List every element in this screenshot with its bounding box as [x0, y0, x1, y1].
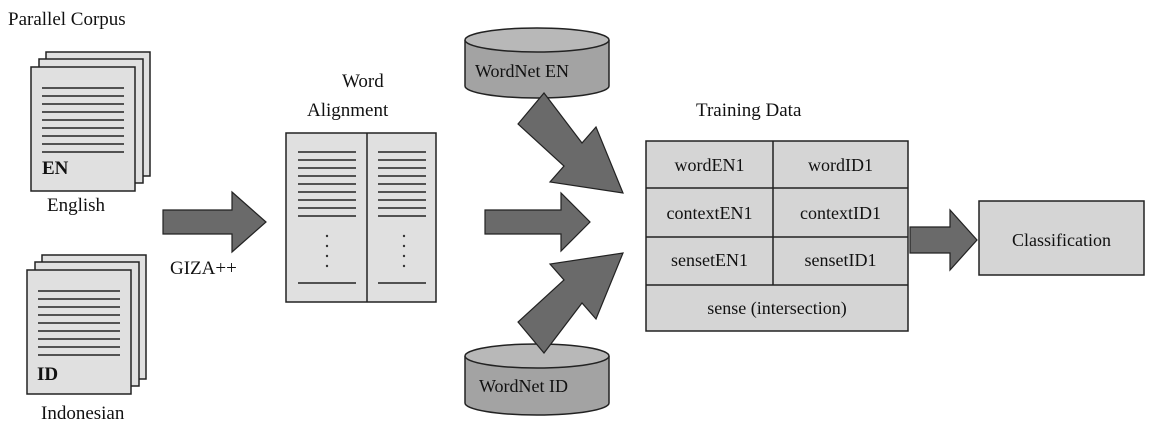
wordnet-id-label: WordNet ID [479, 376, 569, 396]
parallel-corpus-title: Parallel Corpus [8, 9, 126, 30]
english-doc-tag: EN [42, 158, 69, 179]
arrow-corpus-to-alignment [162, 190, 267, 254]
table-cell-word-id: wordID1 [808, 155, 873, 175]
arrow-wordnet-id-to-training [517, 252, 624, 354]
table-cell-senset-en: sensetEN1 [671, 250, 748, 270]
table-cell-senset-id: sensetID1 [804, 250, 877, 270]
table-cell-word-en: wordEN1 [674, 155, 745, 175]
training-data-title: Training Data [696, 100, 802, 121]
indonesian-caption: Indonesian [41, 403, 125, 424]
giza-label: GIZA++ [170, 258, 237, 279]
classification-label: Classification [1012, 230, 1111, 250]
arrow-alignment-to-training [484, 191, 591, 253]
word-alignment-title-line1: Word [342, 71, 384, 92]
table-footer-sense: sense (intersection) [707, 298, 847, 318]
arrow-wordnet-en-to-training [517, 92, 624, 194]
arrow-training-to-classification [909, 208, 978, 272]
table-cell-context-id: contextID1 [800, 203, 881, 223]
english-caption: English [47, 195, 106, 216]
english-document-stack [30, 51, 151, 192]
word-alignment-document [285, 132, 437, 303]
classification-box [978, 200, 1145, 276]
wordnet-id-cylinder [464, 343, 610, 416]
wordnet-en-label: WordNet EN [475, 61, 570, 81]
wordnet-en-cylinder [464, 27, 610, 99]
word-alignment-title-line2: Alignment [307, 100, 389, 121]
indonesian-document-stack [26, 254, 147, 395]
indonesian-doc-tag: ID [37, 364, 59, 385]
training-data-table [645, 140, 909, 332]
table-cell-context-en: contextEN1 [666, 203, 753, 223]
